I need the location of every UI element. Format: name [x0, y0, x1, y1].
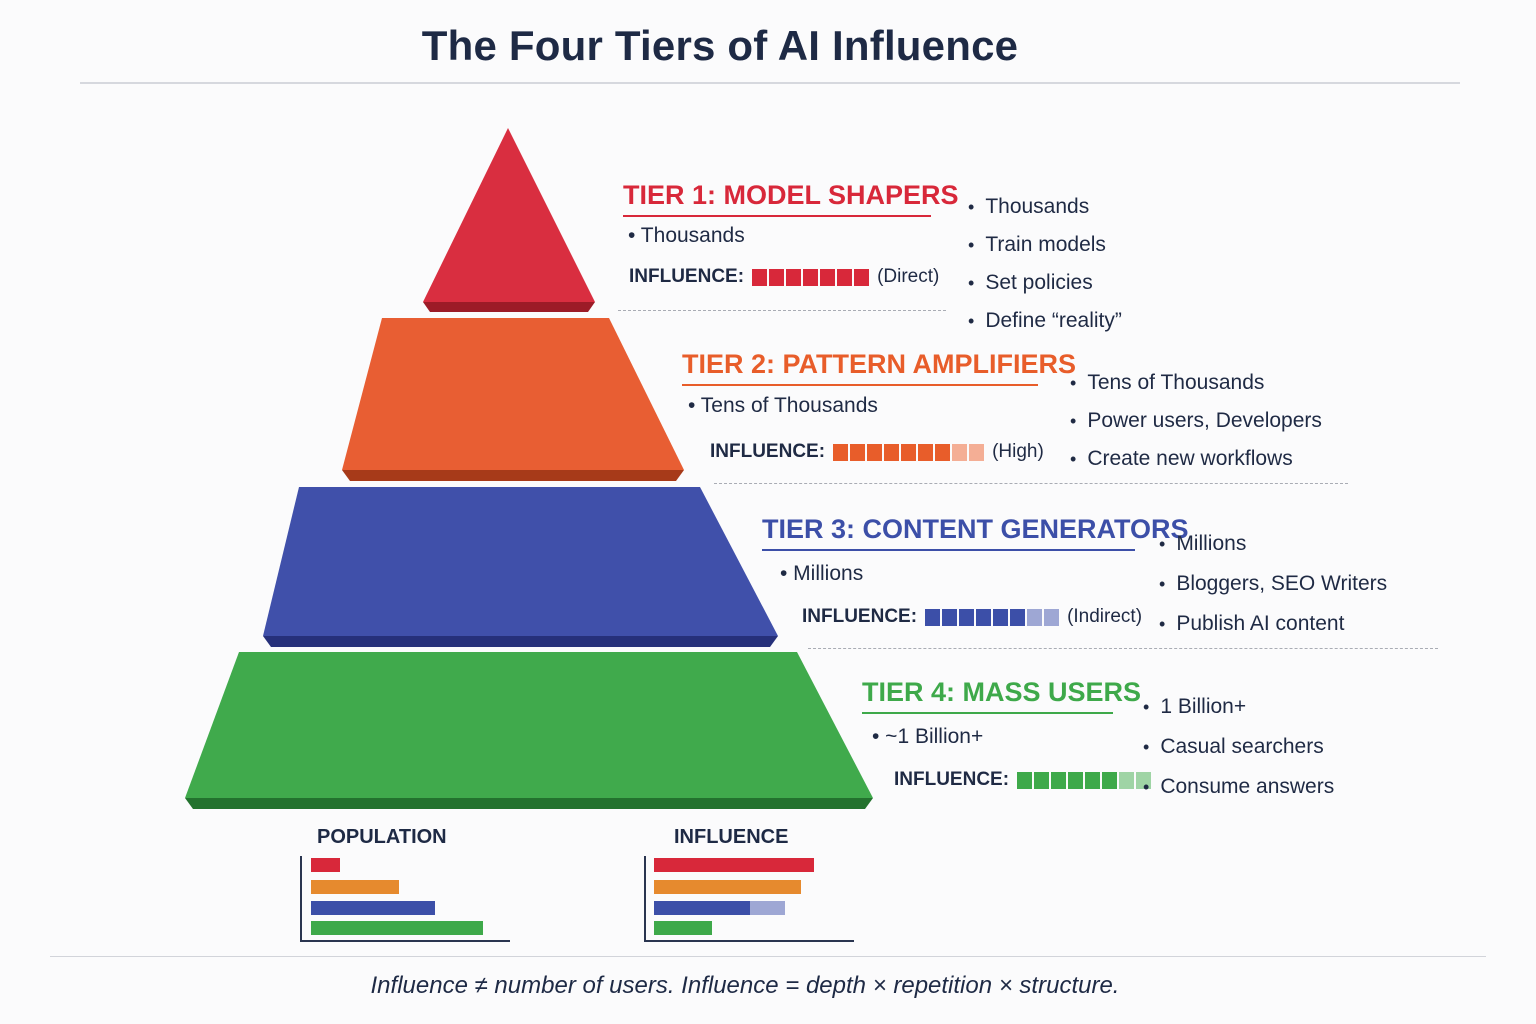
bullet-item: Thousands: [968, 188, 1122, 226]
influence-chart-x-axis: [644, 940, 854, 942]
influence-label: INFLUENCE:: [629, 266, 745, 287]
influence-segment-filled: [820, 268, 836, 286]
influence-chart-title: INFLUENCE: [674, 826, 789, 848]
tier-3-separator: [808, 648, 1438, 649]
influence-segment-filled: [850, 443, 866, 461]
bullet-item: Consume answers: [1143, 767, 1334, 807]
influence-segment-filled: [1068, 771, 1084, 789]
influence-segment-filled: [752, 268, 768, 286]
tier-2-title: TIER 2: PATTERN AMPLIFIERS: [682, 349, 1076, 386]
influence-segment-filled: [1034, 771, 1050, 789]
influence-segment-filled: [1010, 608, 1026, 626]
bullet-item: 1 Billion+: [1143, 687, 1334, 727]
tier-1-title: TIER 1: MODEL SHAPERS: [623, 180, 959, 217]
tier-4-influence: INFLUENCE:: [894, 769, 1159, 791]
pyramid-tier-4: [185, 652, 873, 809]
population-bar-2: [311, 880, 399, 894]
influence-segment-filled: [935, 443, 951, 461]
footer-divider: [50, 956, 1486, 957]
population-bar-1: [311, 858, 340, 872]
tier-1-influence: INFLUENCE: (Direct): [629, 266, 939, 288]
influence-note: (Direct): [877, 266, 940, 287]
influence-bar-2: [654, 880, 801, 894]
influence-segment-filled: [901, 443, 917, 461]
tier-1-separator: [618, 310, 946, 311]
population-bar-3: [311, 901, 435, 915]
influence-bar-4: [654, 921, 712, 935]
influence-bar-1: [654, 858, 814, 872]
influence-segment-filled: [854, 268, 870, 286]
bullet-item: Bloggers, SEO Writers: [1159, 564, 1387, 604]
bullet-item: Tens of Thousands: [1070, 364, 1322, 402]
influence-segment-filled: [769, 268, 785, 286]
influence-segment-filled: [976, 608, 992, 626]
influence-segment-filled: [1017, 771, 1033, 789]
bullet-item: Millions: [1159, 524, 1387, 564]
influence-label: INFLUENCE:: [710, 441, 826, 462]
pyramid-tier-2: [342, 318, 684, 481]
tier-2-influence: INFLUENCE: (High): [710, 441, 1044, 463]
tier-4-population: • ~1 Billion+: [872, 725, 984, 748]
bullet-item: Casual searchers: [1143, 727, 1334, 767]
influence-segment-filled: [837, 268, 853, 286]
bullet-item: Define “reality”: [968, 302, 1122, 340]
population-chart-x-axis: [300, 940, 510, 942]
influence-segment-faded: [1119, 771, 1135, 789]
bullet-item: Publish AI content: [1159, 604, 1387, 644]
influence-segment-faded: [969, 443, 985, 461]
bullet-item: Set policies: [968, 264, 1122, 302]
bullet-item: Train models: [968, 226, 1122, 264]
influence-segment-filled: [833, 443, 849, 461]
influence-segment-filled: [884, 443, 900, 461]
influence-segment-filled: [786, 268, 802, 286]
tier-2-bullets: Tens of ThousandsPower users, Developers…: [1070, 364, 1322, 478]
influence-label: INFLUENCE:: [894, 769, 1010, 790]
influence-meter: [925, 608, 1060, 626]
influence-segment-faded: [952, 443, 968, 461]
influence-segment-filled: [1102, 771, 1118, 789]
influence-segment-filled: [925, 608, 941, 626]
bullet-item: Power users, Developers: [1070, 402, 1322, 440]
tier-1-bullets: ThousandsTrain modelsSet policiesDefine …: [968, 188, 1122, 340]
influence-segment-filled: [959, 608, 975, 626]
tier-2-separator: [714, 483, 1348, 484]
influence-bar-3-faded: [750, 901, 785, 915]
tier-3-title: TIER 3: CONTENT GENERATORS: [762, 514, 1189, 551]
influence-segment-faded: [1044, 608, 1060, 626]
population-chart-y-axis: [300, 856, 302, 942]
influence-chart-y-axis: [644, 856, 646, 942]
influence-note: (High): [992, 441, 1044, 462]
title-divider: [80, 82, 1460, 84]
population-chart-title: POPULATION: [317, 826, 447, 848]
pyramid: [185, 128, 873, 809]
tier-3-bullets: MillionsBloggers, SEO WritersPublish AI …: [1159, 524, 1387, 644]
influence-bar-3: [654, 901, 750, 915]
pyramid-tier-3: [263, 487, 778, 647]
tier-1-population: • Thousands: [628, 224, 745, 247]
influence-segment-filled: [803, 268, 819, 286]
influence-segment-filled: [867, 443, 883, 461]
influence-segment-faded: [1027, 608, 1043, 626]
influence-segment-filled: [1051, 771, 1067, 789]
influence-meter: [752, 268, 870, 286]
tier-2-population: • Tens of Thousands: [688, 394, 878, 417]
influence-meter: [1017, 771, 1152, 789]
influence-label: INFLUENCE:: [802, 606, 918, 627]
influence-segment-filled: [942, 608, 958, 626]
tier-4-bullets: 1 Billion+Casual searchersConsume answer…: [1143, 687, 1334, 807]
tier-3-influence: INFLUENCE: (Indirect): [802, 606, 1142, 628]
pyramid-tier-1: [423, 128, 595, 312]
influence-meter: [833, 443, 985, 461]
influence-segment-filled: [918, 443, 934, 461]
influence-segment-filled: [993, 608, 1009, 626]
bullet-item: Create new workflows: [1070, 440, 1322, 478]
influence-note: (Indirect): [1067, 606, 1143, 627]
tier-3-population: • Millions: [780, 562, 864, 585]
influence-segment-filled: [1085, 771, 1101, 789]
footer-formula: Influence ≠ number of users. Influence =…: [370, 972, 1120, 999]
page-title: The Four Tiers of AI Influence: [421, 22, 1019, 69]
population-bar-4: [311, 921, 483, 935]
tier-4-title: TIER 4: MASS USERS: [862, 677, 1141, 714]
